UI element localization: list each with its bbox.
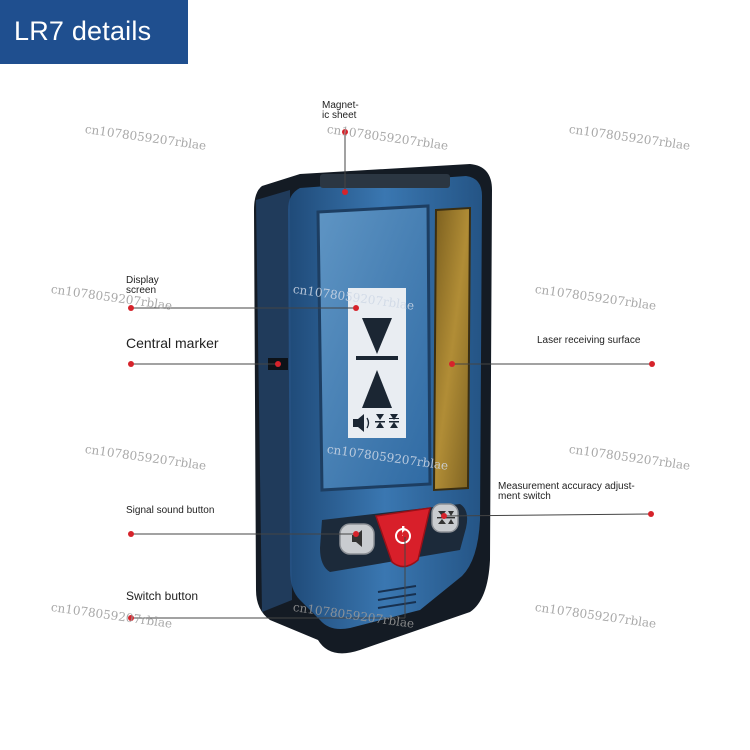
callout-dot (128, 305, 134, 311)
laser-receiving-surface (432, 206, 472, 492)
magnetic-sheet (320, 174, 450, 188)
center-line (356, 356, 398, 360)
page-title: LR7 details (14, 16, 152, 46)
callout-dot (342, 129, 348, 135)
callout-dot (648, 511, 654, 517)
grip-ribs (377, 585, 417, 609)
label-central-marker: Central marker (126, 335, 219, 351)
callout-line-accuracy-switch (443, 513, 652, 517)
display-screen (348, 288, 406, 438)
lr7-receiver (254, 164, 492, 654)
callout-dot (353, 531, 359, 537)
callout-dot (441, 513, 447, 519)
triangle-down-icon (362, 318, 392, 354)
callout-dot (128, 531, 134, 537)
callout-dots (128, 129, 655, 621)
bumper-side (256, 190, 292, 612)
callout-dot (402, 531, 408, 537)
label-measurement-accuracy-switch: Measurement accuracy adjust- ment switch (498, 481, 635, 502)
label-switch-button: Switch button (126, 589, 199, 603)
callout-dot (342, 189, 348, 195)
label-laser-receiving-surface: Laser receiving surface (537, 335, 641, 346)
callouts (131, 132, 652, 619)
accuracy-icon (375, 414, 399, 428)
power-icon (395, 526, 411, 544)
callout-dot (353, 305, 359, 311)
switch-button[interactable] (374, 507, 431, 568)
label-magnetic-sheet: Magnet- ic sheet (322, 100, 359, 121)
callout-dot (649, 361, 655, 367)
label-signal-sound-button: Signal sound button (126, 505, 215, 516)
speaker-icon (353, 414, 370, 432)
label-display-screen: Display screen (126, 275, 159, 296)
callout-dot (128, 361, 134, 367)
title-banner (0, 0, 188, 64)
callout-dot (275, 361, 281, 367)
triangle-up-icon (362, 370, 392, 408)
callout-dot (449, 361, 455, 367)
callout-dot (128, 615, 134, 621)
